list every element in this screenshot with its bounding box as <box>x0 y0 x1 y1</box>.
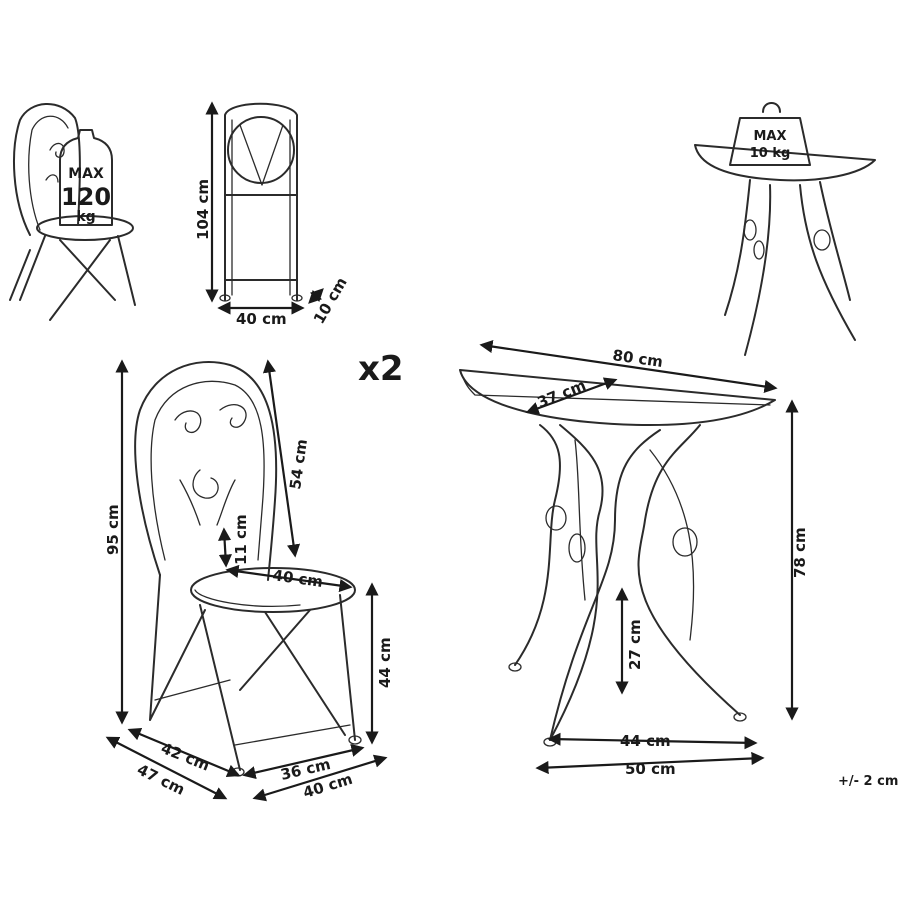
folded-depth-label: 10 cm <box>310 274 351 327</box>
table-base-outer-dimension <box>535 751 765 775</box>
chair-base-width-outer-dimension <box>252 754 388 802</box>
chair-seat-height-label: 44 cm <box>376 637 394 688</box>
table-max-label: MAX <box>753 129 786 144</box>
chair-base-depth-outer-dimension <box>105 736 228 800</box>
chair-height-label: 95 cm <box>104 504 122 555</box>
chair-max-value: 120 <box>61 183 111 211</box>
folded-chair-illustration <box>219 102 303 302</box>
chair-back-gap-label: 11 cm <box>232 514 250 565</box>
chair-max-unit: kg <box>76 209 95 225</box>
tolerance-label: +/- 2 cm <box>838 774 898 789</box>
table-width-dimension <box>479 340 778 393</box>
chair-back-height-label: 54 cm <box>286 438 311 491</box>
table-base-inner-label: 44 cm <box>620 732 671 750</box>
large-table-illustration <box>459 369 776 747</box>
folded-depth-dimension <box>308 288 324 304</box>
table-base-inner-dimension <box>547 732 758 750</box>
folded-width-label: 40 cm <box>236 310 287 328</box>
small-chair-illustration <box>9 103 136 321</box>
quantity-label: x2 <box>358 349 404 389</box>
large-chair-illustration <box>134 361 362 777</box>
small-table-illustration <box>694 144 876 356</box>
table-weight-icon: MAX 10 kg <box>729 102 811 166</box>
chair-back-gap-dimension <box>218 527 232 568</box>
table-depth-dimension <box>525 377 618 415</box>
table-base-outer-label: 50 cm <box>625 760 676 778</box>
table-max-value: 10 kg <box>750 146 791 161</box>
table-leg-gap-label: 27 cm <box>626 619 644 670</box>
chair-max-label: MAX <box>68 166 104 182</box>
chair-seat-diameter-label: 40 cm <box>271 566 324 591</box>
chair-back-height-dimension <box>262 359 301 558</box>
table-height-label: 78 cm <box>791 527 809 578</box>
folded-height-label: 104 cm <box>194 179 212 240</box>
chair-base-depth-inner-label: 42 cm <box>159 739 213 775</box>
chair-seat-diameter-dimension <box>225 564 353 593</box>
table-depth-label: 37 cm <box>535 376 589 412</box>
chair-weight-icon: MAX 120 kg <box>59 129 113 226</box>
table-width-label: 80 cm <box>611 346 664 371</box>
